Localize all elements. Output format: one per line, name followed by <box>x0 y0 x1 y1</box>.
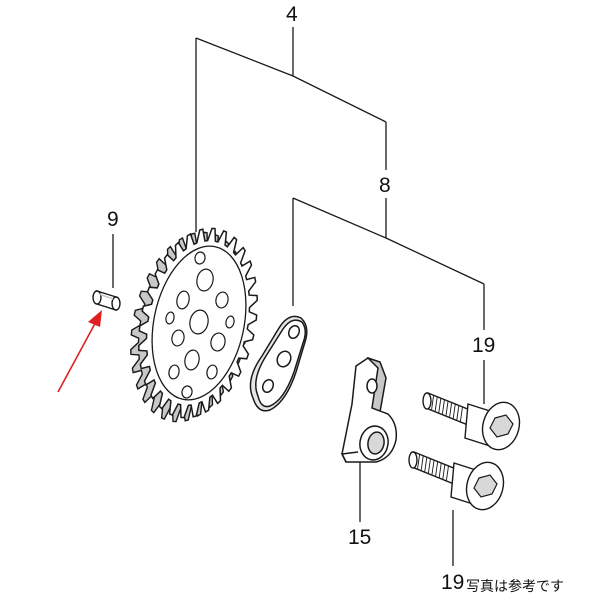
bolt-upper <box>422 392 521 451</box>
gear-hole <box>196 268 214 292</box>
gear-hole <box>181 385 193 399</box>
dowel-pin <box>92 290 121 311</box>
gear-hole <box>165 311 175 325</box>
bolt-lower <box>408 451 505 511</box>
bolt-thread <box>445 401 449 416</box>
bolt-thread <box>438 463 442 478</box>
bolt-thread <box>445 466 449 481</box>
gear-hole <box>215 291 229 309</box>
gear-hole <box>194 251 206 265</box>
bolt-thread <box>438 398 442 413</box>
callout-part-8: 8 <box>379 174 391 197</box>
red-arrow-icon <box>57 310 102 393</box>
callout-part-15: 15 <box>348 526 372 549</box>
bolt-thread <box>442 464 446 480</box>
bolt-thread <box>427 458 431 474</box>
callout-part-19-lower: 19 <box>441 571 465 594</box>
bolt-thread <box>424 457 428 472</box>
gear-hole <box>206 364 218 380</box>
callout-part-9: 9 <box>107 208 119 231</box>
gear-hole <box>189 309 209 335</box>
bolt-thread <box>435 461 439 477</box>
bolt-thread <box>441 399 445 415</box>
reference-photo-note: 写真は参考です <box>466 579 564 595</box>
callout-part-19-upper: 19 <box>472 334 496 357</box>
bolt-thread <box>417 454 421 469</box>
bolt-thread <box>452 404 456 419</box>
bolt-thread <box>459 407 463 422</box>
bolt-thread <box>431 395 435 410</box>
oil-pump-gear <box>130 227 258 423</box>
leader-8 <box>292 197 485 330</box>
leader-lines <box>112 27 485 566</box>
callout-part-4: 4 <box>286 3 298 26</box>
leader-4 <box>195 27 387 232</box>
bolt-thread <box>434 396 438 412</box>
gear-hole <box>176 290 190 310</box>
gear-hole <box>210 332 226 352</box>
bolt-thread <box>431 460 435 475</box>
gear-hole <box>171 329 185 347</box>
gear-hole <box>225 315 235 329</box>
bracket <box>340 356 398 463</box>
gear-hole <box>184 349 200 371</box>
bolt-thread <box>456 405 460 421</box>
gasket <box>249 315 308 412</box>
bolt-thread <box>420 455 424 471</box>
bolt-thread <box>449 402 453 418</box>
gear-holes <box>165 251 235 399</box>
gear-hole <box>168 364 180 380</box>
